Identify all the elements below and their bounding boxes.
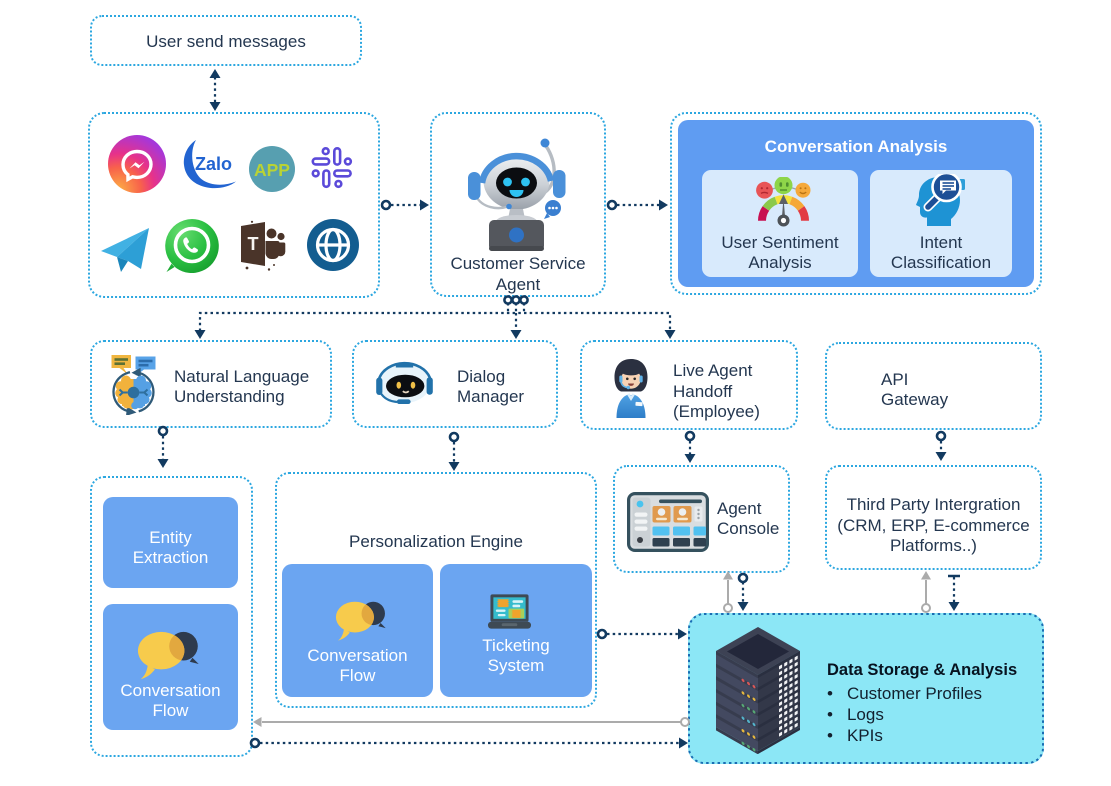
svg-text:APP: APP	[254, 160, 290, 180]
svg-text:T: T	[248, 234, 259, 254]
svg-text:Zalo: Zalo	[195, 154, 232, 174]
